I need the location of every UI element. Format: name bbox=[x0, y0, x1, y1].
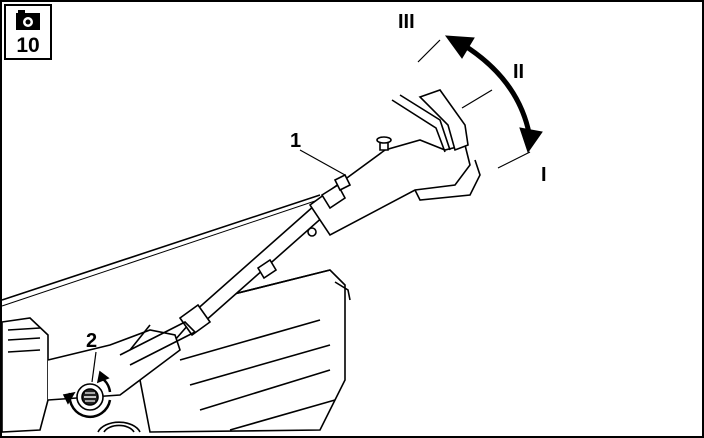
cable-line bbox=[1, 194, 321, 301]
figure-number: 10 bbox=[16, 34, 40, 57]
handle-upper bbox=[307, 89, 481, 237]
adjust-knob-graphic bbox=[62, 370, 112, 418]
position-arrow bbox=[444, 35, 543, 154]
callout-1-label: 1 bbox=[290, 130, 302, 152]
position-label-high: III bbox=[398, 11, 415, 33]
camera-icon bbox=[16, 10, 40, 30]
callout-2-label: 2 bbox=[86, 330, 98, 352]
handle-lower-tube bbox=[119, 203, 327, 366]
leader-lines bbox=[91, 39, 531, 383]
grass-collector bbox=[139, 269, 351, 433]
figure-badge: 10 bbox=[4, 4, 52, 60]
position-label-low: I bbox=[541, 164, 547, 186]
position-label-mid: II bbox=[513, 61, 525, 83]
engine-body bbox=[1, 317, 181, 433]
